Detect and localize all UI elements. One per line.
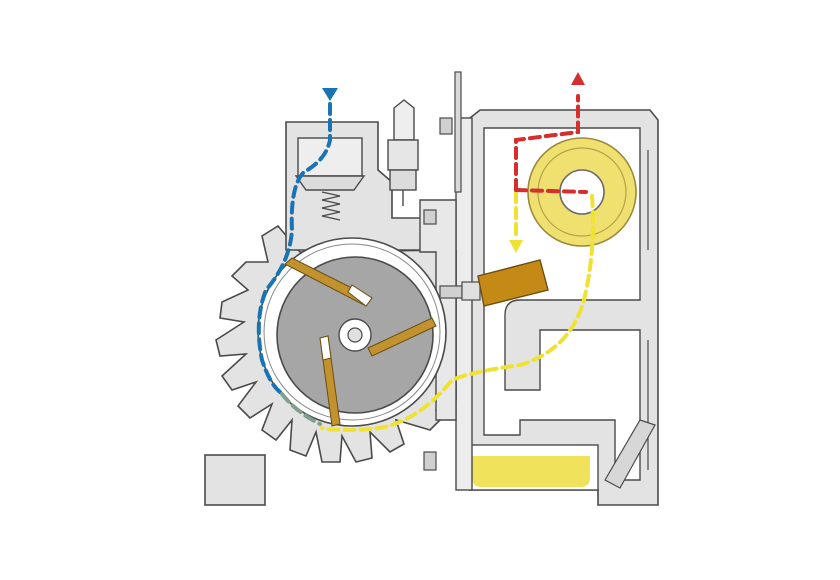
- inlet-arrow-icon: [322, 88, 338, 101]
- rotor-shaft: [347, 327, 363, 343]
- transition-flow-path: [280, 392, 322, 426]
- vane-1-tip: [347, 284, 373, 307]
- vane-2: [367, 317, 437, 357]
- diagonal-rib: [604, 419, 656, 489]
- outlet-arrow-icon: [571, 72, 585, 85]
- bolt-top: [439, 117, 453, 135]
- rotor-assembly: [276, 256, 437, 427]
- oil-level: [472, 456, 590, 487]
- valve-spring: [321, 191, 341, 221]
- bolts: [423, 117, 463, 471]
- bolt-lower: [423, 451, 437, 471]
- bolt-plug: [439, 285, 463, 299]
- bolt-mid: [423, 209, 437, 225]
- outlet-flow-bottom: [514, 188, 588, 194]
- oil-arrow-icon: [509, 240, 523, 253]
- pump-foot: [204, 454, 266, 506]
- outlet-flow-path: [514, 94, 580, 192]
- oil-solenoid-valve: [461, 259, 549, 307]
- exhaust-pipe: [454, 71, 462, 193]
- inlet-flow-path: [256, 102, 332, 394]
- oil-flow-path: [320, 194, 595, 432]
- stator-inner-line: [263, 243, 441, 421]
- flow-paths: [256, 94, 595, 432]
- vane-3-tip: [319, 335, 332, 361]
- gas-ballast-valve: [387, 99, 419, 206]
